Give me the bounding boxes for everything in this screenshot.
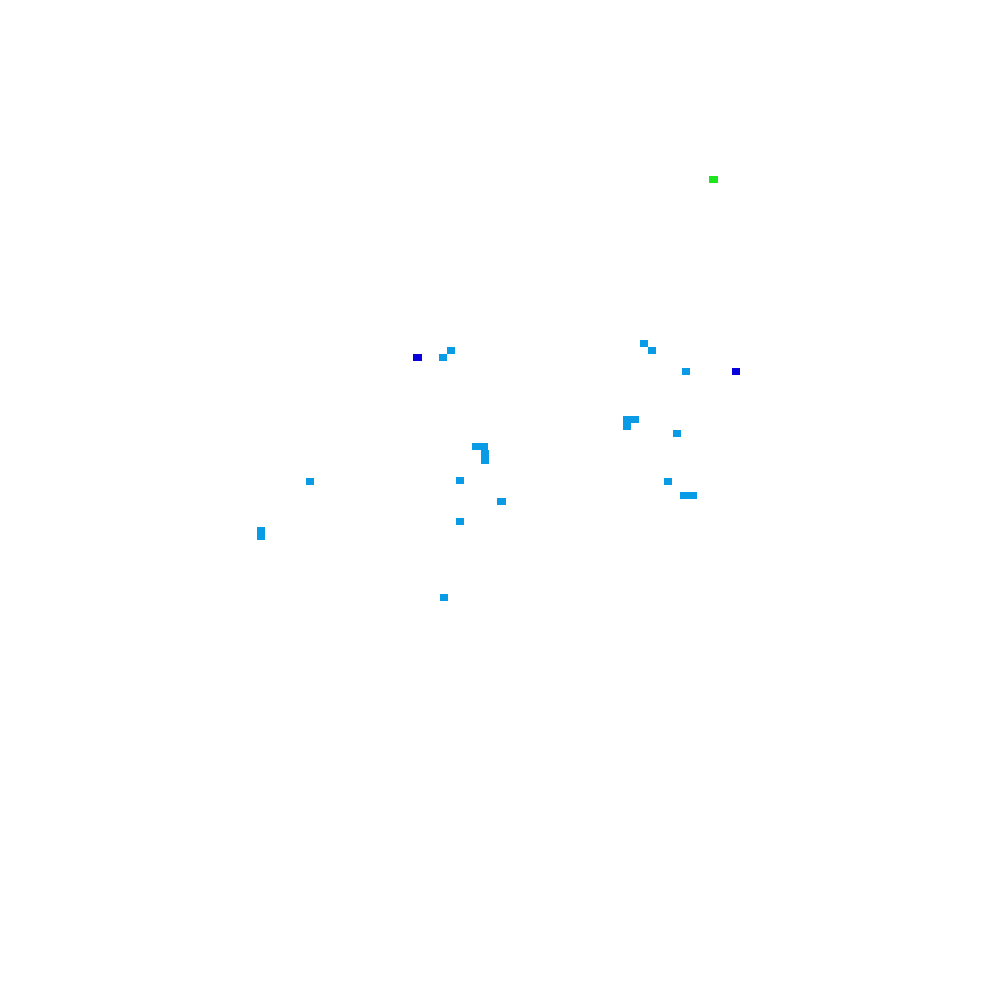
green-pixel-block	[709, 176, 718, 183]
light-pixel-block	[481, 457, 489, 464]
light-pixel-block	[682, 368, 690, 375]
dark-pixel-block	[732, 368, 740, 375]
light-pixel-block	[497, 498, 506, 505]
light-pixel-block	[257, 533, 265, 540]
light-pixel-block	[673, 430, 681, 437]
light-pixel-block	[623, 423, 631, 430]
light-pixel-block	[664, 478, 672, 485]
light-pixel-block	[447, 347, 455, 354]
light-pixel-block	[306, 478, 314, 485]
dark-pixel-block	[413, 354, 422, 361]
light-pixel-block	[456, 477, 464, 484]
light-pixel-block	[257, 527, 265, 534]
light-pixel-block	[456, 518, 464, 525]
light-pixel-block	[623, 416, 639, 423]
light-pixel-block	[440, 594, 448, 601]
light-pixel-block	[439, 354, 447, 361]
light-pixel-block	[680, 492, 697, 499]
light-pixel-block	[648, 347, 656, 354]
light-pixel-block	[472, 443, 488, 450]
light-pixel-block	[481, 450, 489, 457]
light-pixel-block	[640, 340, 648, 347]
